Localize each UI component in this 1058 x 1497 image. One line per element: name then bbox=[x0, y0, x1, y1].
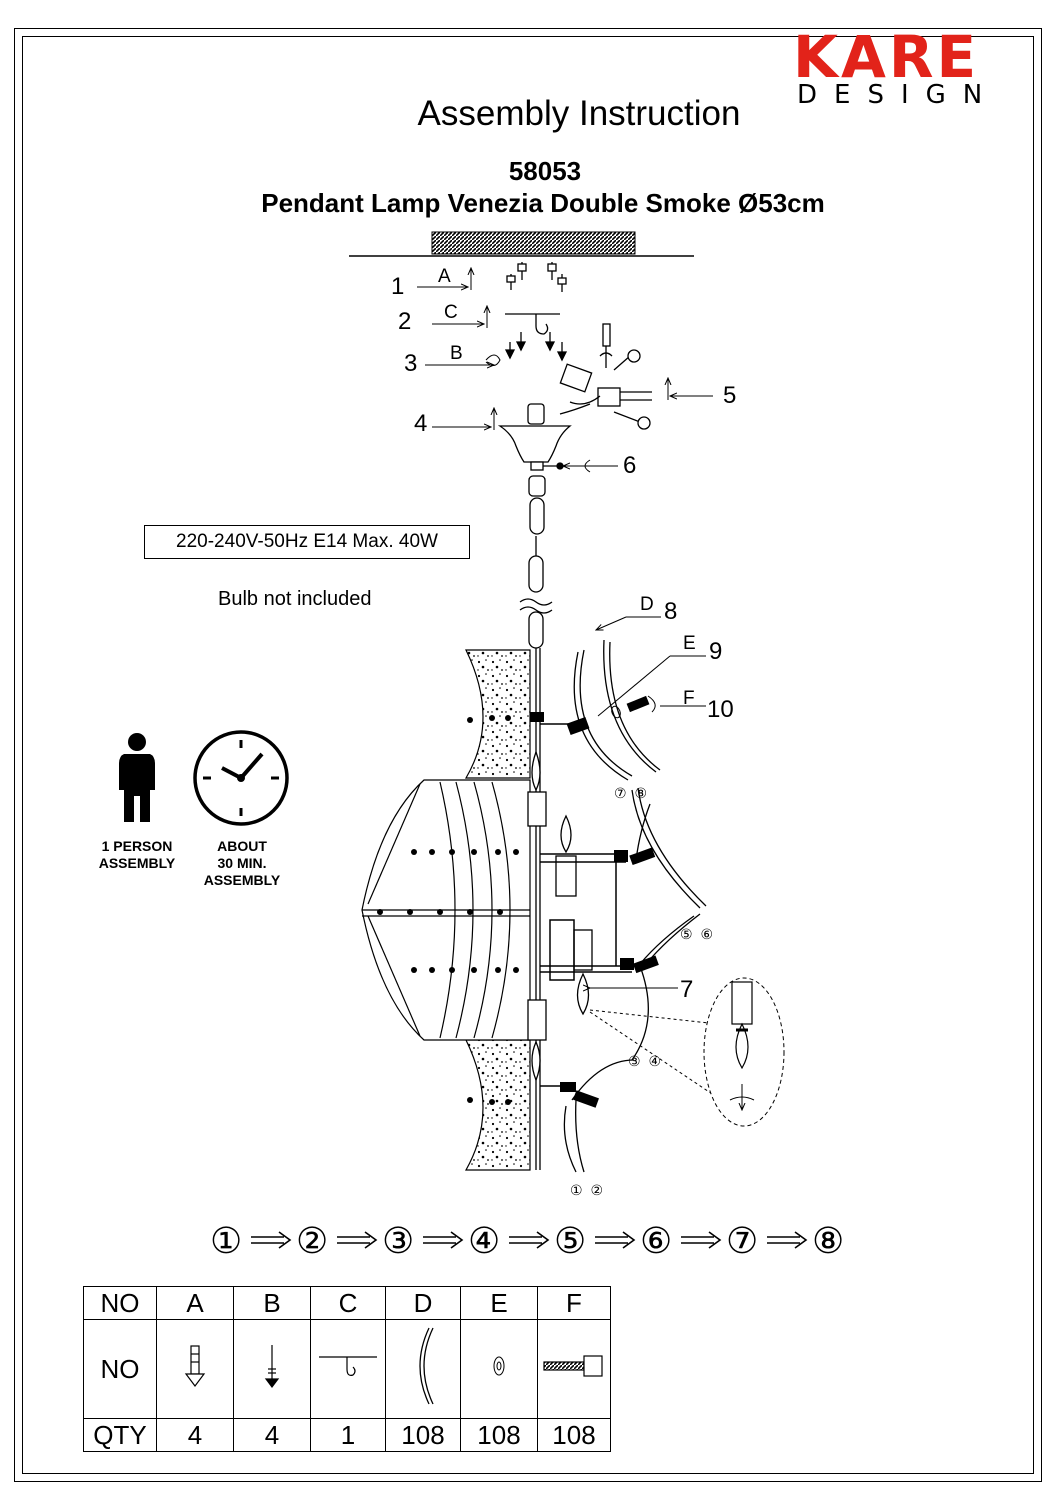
part-f-bolt-icon bbox=[537, 1319, 611, 1419]
circled-pair-5-6: ⑤ ⑥ bbox=[680, 926, 715, 942]
part-e-washer-icon bbox=[460, 1319, 538, 1419]
header-c: C bbox=[310, 1286, 386, 1320]
step-label-2: 2 bbox=[398, 308, 412, 335]
brand-tagline: DESIGN bbox=[797, 80, 1000, 110]
sequence-step-5: ⑤ bbox=[554, 1220, 587, 1261]
header-d: D bbox=[385, 1286, 461, 1320]
qty-a: 4 bbox=[156, 1418, 234, 1452]
article-number: 58053 bbox=[508, 156, 582, 186]
terminal-block bbox=[559, 323, 652, 430]
time-duration: 30 MIN. bbox=[217, 855, 267, 871]
page-border-inner bbox=[22, 36, 1034, 1474]
electrical-spec: 220-240V-50Hz E14 Max. 40W bbox=[144, 525, 470, 559]
bulbs bbox=[527, 750, 593, 1082]
lamp-body bbox=[361, 649, 531, 1171]
header-e: E bbox=[460, 1286, 538, 1320]
circled-pair-1-2: ① ② bbox=[570, 1182, 605, 1198]
parts-header-row: NO A B C D E F bbox=[83, 1286, 611, 1320]
step-label-1: 1 bbox=[391, 273, 405, 300]
brand-name: KARE bbox=[793, 23, 980, 91]
part-d-rod-icon bbox=[385, 1319, 461, 1419]
time-about: ABOUT bbox=[217, 838, 267, 854]
circled-pair-3-4: ③ ④ bbox=[628, 1053, 663, 1069]
canopy bbox=[497, 403, 572, 471]
step-label-5: 5 bbox=[723, 382, 737, 409]
step-label-9: 9 bbox=[709, 638, 723, 665]
parts-table: NO A B C D E F NO QTY 4 4 1 108 10 bbox=[83, 1286, 611, 1452]
qty-label: QTY bbox=[83, 1418, 157, 1452]
step-label-4: 4 bbox=[414, 410, 428, 437]
circled-pair-7-8: ⑦ ⑧ bbox=[614, 785, 649, 801]
header-no: NO bbox=[83, 1286, 157, 1320]
part-letter-b: B bbox=[450, 343, 463, 364]
panel-bolts bbox=[377, 715, 519, 1105]
person-assembly-label: ASSEMBLY bbox=[98, 855, 176, 871]
part-letter-d: D bbox=[640, 594, 654, 615]
sequence-step-7: ⑦ bbox=[726, 1220, 759, 1261]
clock-icon bbox=[193, 730, 289, 826]
time-assembly-text: ABOUT 30 MIN. ASSEMBLY bbox=[188, 838, 296, 889]
sequence-step-2: ② bbox=[296, 1220, 329, 1261]
step-label-3: 3 bbox=[404, 350, 418, 377]
chain bbox=[519, 475, 553, 1170]
qty-b: 4 bbox=[233, 1418, 311, 1452]
person-assembly-text: 1 PERSON ASSEMBLY bbox=[82, 838, 192, 872]
person-count: 1 PERSON bbox=[101, 838, 173, 854]
bulb-detail bbox=[703, 977, 785, 1127]
page-border-outer bbox=[14, 28, 1042, 1482]
qty-d: 108 bbox=[385, 1418, 461, 1452]
step-label-8: 8 bbox=[664, 598, 678, 625]
qty-f: 108 bbox=[537, 1418, 611, 1452]
qty-c: 1 bbox=[310, 1418, 386, 1452]
part-letter-f: F bbox=[683, 688, 695, 709]
part-b-screw-icon bbox=[233, 1319, 311, 1419]
step-label-7: 7 bbox=[680, 976, 694, 1003]
part-letter-c: C bbox=[444, 302, 458, 323]
step-leaders bbox=[417, 268, 713, 473]
sequence-arrows bbox=[251, 1231, 808, 1249]
bulb-note: Bulb not included bbox=[218, 588, 372, 610]
sequence-step-6: ⑥ bbox=[640, 1220, 673, 1261]
part-letter-e: E bbox=[683, 633, 696, 654]
step-label-6: 6 bbox=[623, 452, 637, 479]
part-a-anchor-icon bbox=[156, 1319, 234, 1419]
ceiling bbox=[349, 231, 694, 257]
frame-arms bbox=[540, 723, 632, 1087]
brand-logo: KARE DESIGN bbox=[793, 28, 1039, 110]
parts-qty-row: QTY 4 4 1 108 108 108 bbox=[83, 1418, 611, 1452]
step-label-10: 10 bbox=[707, 696, 734, 723]
sequence-step-3: ③ bbox=[382, 1220, 415, 1261]
time-assembly-label: ASSEMBLY bbox=[203, 872, 281, 888]
picture-row-label: NO bbox=[83, 1319, 157, 1419]
curved-rods bbox=[563, 639, 707, 1173]
fixing-parts bbox=[504, 262, 568, 362]
header-a: A bbox=[156, 1286, 234, 1320]
person-icon bbox=[119, 733, 155, 822]
header-b: B bbox=[233, 1286, 311, 1320]
product-name: Pendant Lamp Venezia Double Smoke Ø53cm bbox=[261, 188, 825, 218]
header-f: F bbox=[537, 1286, 611, 1320]
parts-picture-row: NO bbox=[83, 1319, 611, 1419]
part-c-hook-icon bbox=[310, 1319, 386, 1419]
sequence-step-4: ④ bbox=[468, 1220, 501, 1261]
qty-e: 108 bbox=[460, 1418, 538, 1452]
page-title: Assembly Instruction bbox=[417, 94, 741, 133]
sequence-step-1: ① bbox=[210, 1220, 243, 1261]
clamps bbox=[530, 712, 659, 1108]
part-letter-a: A bbox=[438, 266, 451, 287]
sequence-step-8: ⑧ bbox=[812, 1220, 845, 1261]
